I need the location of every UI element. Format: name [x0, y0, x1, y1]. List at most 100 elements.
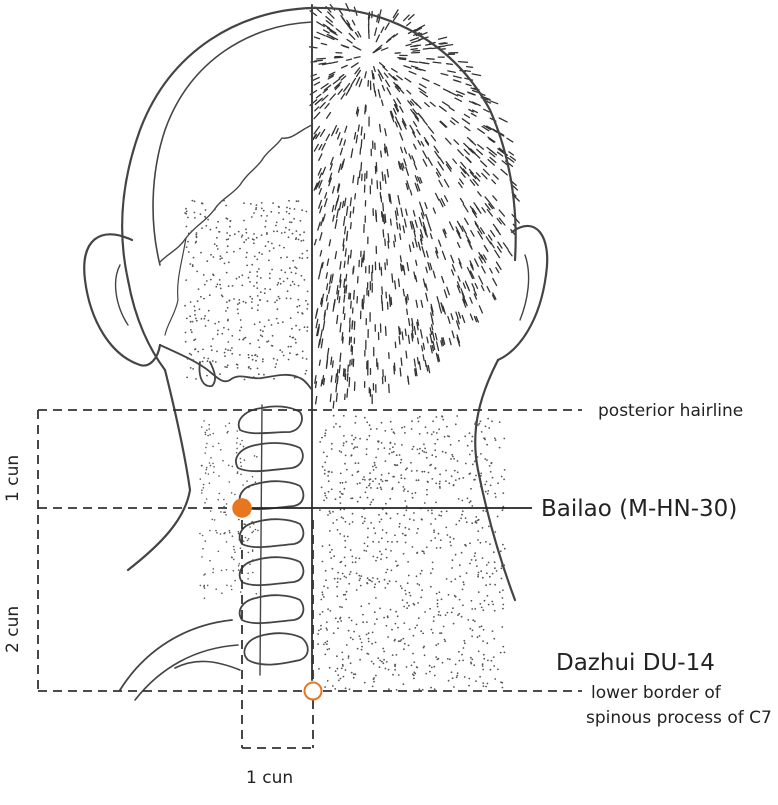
stipple-dot	[403, 553, 405, 555]
stipple-dot	[256, 275, 258, 277]
stipple-dot	[246, 252, 248, 254]
hair-stroke	[423, 78, 430, 81]
stipple-dot	[277, 308, 279, 310]
stipple-dot	[329, 544, 331, 546]
stipple-dot	[432, 632, 434, 634]
hair-stroke	[348, 365, 349, 372]
hair-stroke	[487, 147, 494, 152]
stipple-dot	[264, 226, 266, 228]
hair-stroke	[391, 219, 392, 225]
stipple-dot	[203, 420, 205, 422]
stipple-dot	[482, 527, 484, 529]
stipple-dot	[416, 666, 418, 668]
stipple-dot	[212, 274, 214, 276]
stipple-dot	[332, 568, 334, 570]
stipple-dot	[334, 688, 336, 690]
hair-stroke	[431, 234, 433, 239]
hair-stroke	[336, 393, 337, 401]
stipple-dot	[420, 573, 422, 575]
stipple-dot	[292, 281, 294, 283]
stipple-dot	[296, 200, 298, 202]
stipple-dot	[490, 463, 492, 465]
stipple-dot	[494, 584, 496, 586]
stipple-dot	[188, 251, 190, 253]
stipple-dot	[382, 481, 384, 483]
stipple-dot	[302, 253, 304, 255]
stipple-dot	[253, 285, 255, 287]
stipple-dot	[408, 605, 410, 607]
stipple-dot	[474, 555, 476, 557]
stipple-dot	[250, 368, 252, 370]
stipple-dot	[256, 456, 258, 458]
stipple-dot	[410, 462, 412, 464]
stipple-dot	[335, 670, 337, 672]
stipple-dot	[283, 281, 285, 283]
stipple-dot	[404, 478, 406, 480]
stipple-dot	[209, 482, 211, 484]
stipple-dot	[298, 239, 300, 241]
stipple-dot	[260, 334, 262, 336]
stipple-dot	[251, 355, 253, 357]
lower-border-label-2: spinous process of C7	[586, 708, 772, 728]
hair-stroke	[327, 259, 328, 265]
hair-stroke	[344, 261, 345, 267]
stipple-dot	[332, 685, 334, 687]
stipple-dot	[471, 659, 473, 661]
stipple-dot	[243, 301, 245, 303]
stipple-dot	[373, 678, 375, 680]
stipple-dot	[405, 527, 407, 529]
hair-stroke	[482, 267, 485, 273]
stipple-dot	[252, 572, 254, 574]
hair-stroke	[418, 113, 422, 118]
hair-stroke	[385, 214, 386, 222]
hair-stroke	[340, 323, 341, 332]
stipple-dot	[492, 630, 494, 632]
stipple-dot	[218, 321, 220, 323]
stipple-dot	[282, 218, 284, 220]
hair-stroke	[399, 279, 400, 287]
stipple-dot	[351, 620, 353, 622]
stipple-dot	[384, 430, 386, 432]
stipple-dot	[481, 607, 483, 609]
stipple-dot	[478, 591, 480, 593]
hair-stroke	[425, 203, 427, 209]
stipple-dot	[365, 491, 367, 493]
stipple-dot	[470, 662, 472, 664]
stipple-dot	[429, 665, 431, 667]
stipple-dot	[394, 534, 396, 536]
stipple-dot	[345, 565, 347, 567]
hair-stroke	[344, 295, 345, 302]
stipple-dot	[207, 219, 209, 221]
stipple-dot	[238, 563, 240, 565]
stipple-dot	[238, 519, 240, 521]
stipple-dot	[372, 480, 374, 482]
stipple-dot	[359, 438, 361, 440]
hair-stroke	[437, 297, 439, 305]
hair-stroke	[324, 379, 325, 385]
hair-stroke	[450, 121, 454, 125]
stipple-dot	[245, 239, 247, 241]
stipple-dot	[185, 332, 187, 334]
stipple-dot	[276, 318, 278, 320]
stipple-dot	[318, 630, 320, 632]
stipple-dot	[259, 347, 261, 349]
stipple-dot	[329, 610, 331, 612]
stipple-dot	[194, 200, 196, 202]
stipple-dot	[336, 655, 338, 657]
stipple-dot	[449, 541, 451, 543]
hair-stroke	[386, 327, 387, 336]
stipple-dot	[405, 510, 407, 512]
stipple-dot	[408, 528, 410, 530]
stipple-dot	[462, 589, 464, 591]
hair-stroke	[349, 337, 350, 344]
hair-stroke	[382, 213, 383, 222]
stipple-dot	[452, 677, 454, 679]
stipple-dot	[339, 533, 341, 535]
stipple-dot	[375, 457, 377, 459]
stipple-dot	[361, 516, 363, 518]
stipple-dot	[252, 584, 254, 586]
stipple-dot	[248, 357, 250, 359]
hair-stroke	[316, 382, 317, 388]
stipple-dot	[298, 200, 300, 202]
hair-stroke	[432, 319, 433, 325]
